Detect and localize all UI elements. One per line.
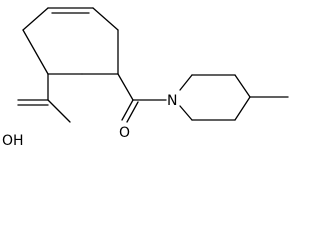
- pip-bond-n-c2: [179, 74, 193, 91]
- pip-bond-c4-c5: [234, 96, 251, 121]
- amide-carbonyl-group: O: [117, 73, 167, 141]
- carbonyl-bond-ring-carbon: [117, 73, 134, 101]
- carbonyl-double-bond-inner: [126, 101, 139, 123]
- acid-bond-hydroxyl: [47, 99, 71, 123]
- ring-bond-c7-c1: [22, 29, 49, 75]
- carbonyl-oxygen-label: O: [119, 125, 130, 141]
- ring-bond-c1-c2: [22, 7, 49, 31]
- pip-bond-c3-c4: [234, 74, 251, 98]
- carboxylic-acid-group: OH: [2, 73, 71, 149]
- methylpiperidine-ring: N: [167, 74, 289, 121]
- cyclohexene-ring: [22, 7, 119, 75]
- pip-bond-c6-n: [179, 105, 193, 121]
- nitrogen-label: N: [167, 93, 177, 109]
- ring-bond-c3-c4: [92, 7, 119, 31]
- chemical-structure-diagram: OH O N: [2, 7, 289, 149]
- carbonyl-double-bond-outer: [121, 99, 134, 121]
- hydroxyl-label: OH: [2, 133, 24, 149]
